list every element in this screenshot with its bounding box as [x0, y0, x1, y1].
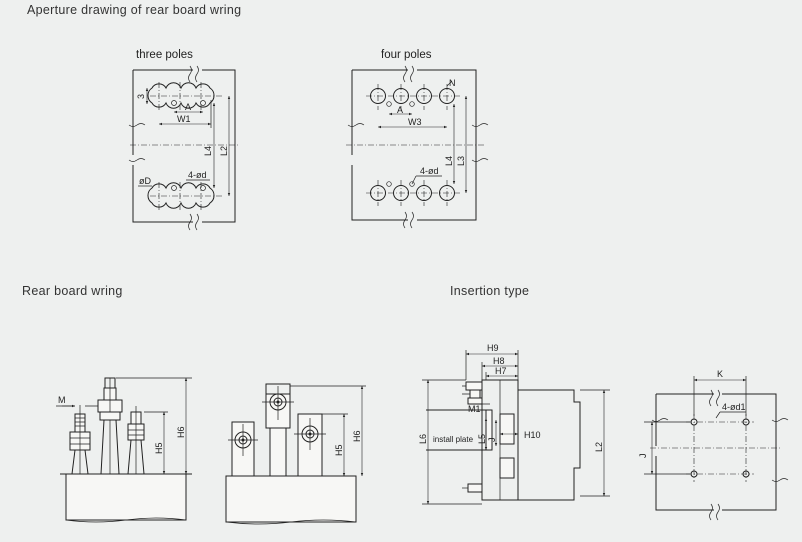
rear1-dim-M: M [58, 395, 66, 405]
four-dim-L4: L4 [444, 156, 454, 166]
panel-dim-K: K [717, 369, 723, 379]
ins-dim-H7: H7 [495, 366, 507, 376]
insertion-title: Insertion type [450, 284, 530, 298]
rear-board-diagram-1: H5 H6 M [56, 377, 192, 523]
three-poles-label: three poles [136, 49, 193, 61]
rear1-dim-H6: H6 [176, 426, 186, 438]
panel-holes-label: 4-ød1 [722, 402, 746, 412]
four-N-label: N [449, 78, 456, 88]
insertion-type-diagram: H9 H8 H7 L6 M1 install plate L5 J [418, 343, 610, 505]
panel-dim-J: J [638, 454, 648, 459]
rear2-dim-H5: H5 [334, 444, 344, 456]
rear2-dim-H6: H6 [352, 430, 362, 442]
rear-board-title: Rear board wring [22, 284, 123, 298]
panel-cutout-diagram: K 4-ød1 J [638, 369, 789, 521]
three-phiD-label: øD [139, 176, 151, 186]
ins-dim-H9: H9 [487, 343, 499, 353]
four-poles-diagram: four poles N A W3 L4 L3 4-ød [346, 49, 489, 229]
ins-dim-L6: L6 [418, 434, 428, 444]
three-dim-L2: L2 [219, 146, 229, 156]
three-dim-L4: L4 [203, 146, 213, 156]
three-poles-diagram: three poles 3 A W1 L4 L2 4-ød øD [128, 49, 238, 231]
four-dim-A: A [397, 105, 403, 115]
ins-dim-M1: M1 [468, 404, 481, 414]
ins-dim-L2: L2 [594, 442, 604, 452]
ins-install-plate: install plate [433, 435, 474, 444]
three-holes-label: 4-ød [188, 170, 207, 180]
rear-board-diagram-2: H5 H6 [225, 383, 366, 525]
ins-dim-L5: L5 [477, 434, 487, 444]
three-dim-W1: W1 [177, 114, 191, 124]
four-dim-W3: W3 [408, 117, 422, 127]
three-dim-A: A [185, 102, 191, 112]
ins-dim-H8: H8 [493, 356, 505, 366]
four-poles-label: four poles [381, 49, 432, 61]
rear1-dim-H5: H5 [154, 442, 164, 454]
ins-dim-H10: H10 [524, 430, 541, 440]
three-dim-3: 3 [136, 94, 146, 99]
four-dim-L3: L3 [456, 156, 466, 166]
aperture-title: Aperture drawing of rear board wring [27, 3, 242, 17]
four-holes-label: 4-ød [420, 166, 439, 176]
ins-dim-J: J [487, 438, 497, 443]
